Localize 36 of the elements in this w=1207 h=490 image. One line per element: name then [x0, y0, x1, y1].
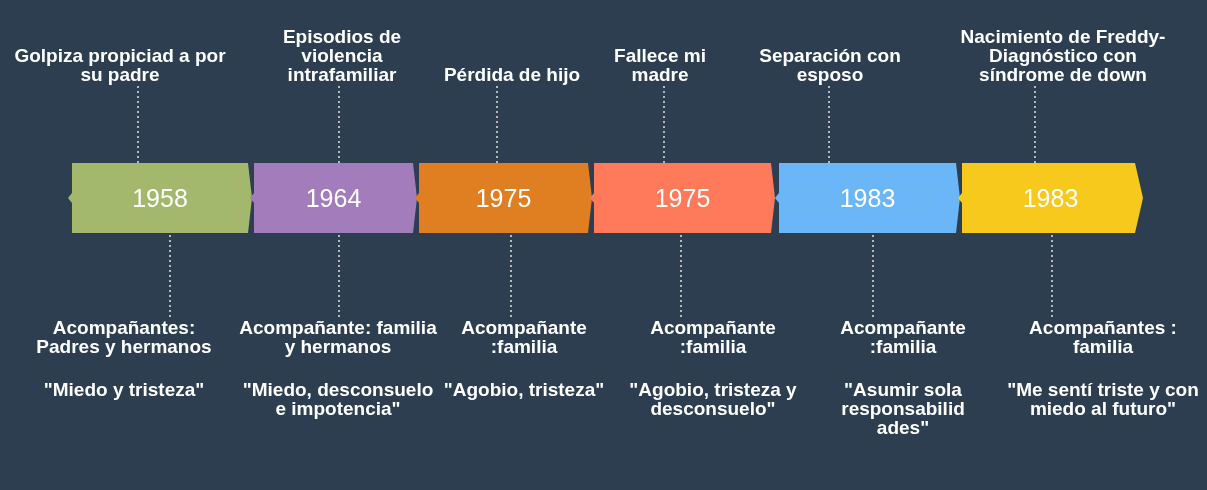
leader-line: [137, 85, 139, 164]
leader-line: [338, 85, 340, 164]
leader-line: [1034, 85, 1036, 164]
quote-text: "Miedo y tristeza": [42, 380, 206, 399]
companion-text: Acompañante: familia y hermanos: [238, 318, 438, 356]
quote-text: "Asumir sola responsabilid ades": [840, 380, 966, 437]
leader-line: [510, 234, 512, 319]
leader-line: [663, 85, 665, 164]
quote-text: "Agobio, tristeza y desconsuelo": [628, 380, 798, 418]
leader-line: [828, 85, 830, 164]
leader-line: [338, 234, 340, 319]
companion-text: Acompañantes : familia: [1028, 318, 1178, 356]
year-label: 1964: [304, 183, 363, 213]
event-text: Separación con esposo: [758, 46, 902, 84]
event-text: Golpiza propiciad a por su padre: [13, 46, 227, 84]
year-label: 1975: [474, 183, 533, 213]
leader-line: [169, 234, 171, 319]
year-label: 1975: [653, 183, 712, 213]
companion-text: Acompañantes: Padres y hermanos: [35, 318, 213, 356]
year-label: 1958: [131, 183, 189, 213]
quote-text: "Me sentí triste y con miedo al futuro": [1006, 380, 1200, 418]
quote-text: "Miedo, desconsuelo e impotencia": [241, 380, 435, 418]
companion-text: Acompañante :familia: [839, 318, 967, 356]
event-text: Pérdida de hijo: [442, 65, 582, 84]
leader-line: [872, 234, 874, 319]
leader-line: [680, 234, 682, 319]
companion-text: Acompañante :familia: [460, 318, 588, 356]
year-label: 1983: [838, 183, 897, 213]
event-text: Fallece mi madre: [613, 46, 707, 84]
event-text: Episodios de violencia intrafamiliar: [281, 27, 403, 84]
companion-text: Acompañante :familia: [649, 318, 777, 356]
leader-line: [1051, 234, 1053, 319]
leader-line: [496, 85, 498, 164]
year-label: 1983: [1021, 183, 1080, 213]
quote-text: "Agobio, tristeza": [442, 380, 606, 399]
event-text: Nacimiento de Freddy- Diagnóstico con síndrome de down: [959, 27, 1167, 84]
